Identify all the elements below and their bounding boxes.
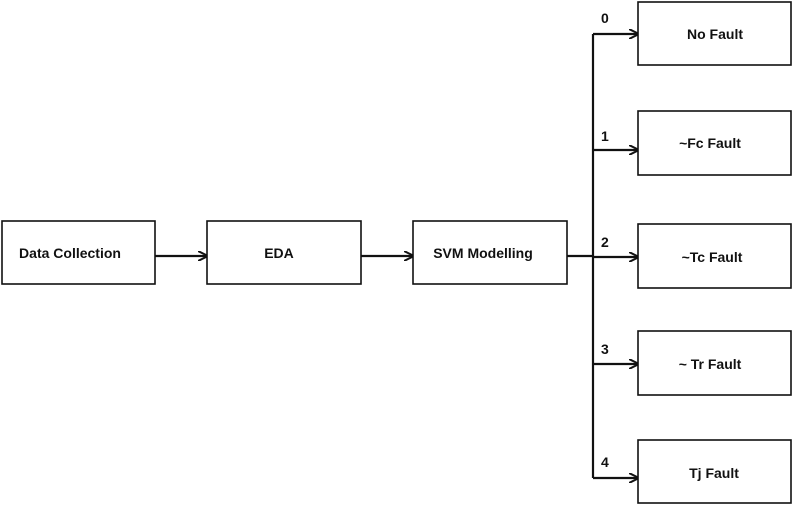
branch-number-4: 4 (601, 454, 609, 470)
branch-number-1: 1 (601, 128, 609, 144)
box-tr-fault-label: ~ Tr Fault (679, 356, 742, 372)
branch-tc-fault: 2 ~Tc Fault (593, 223, 792, 289)
box-tj-fault-label: Tj Fault (689, 465, 739, 481)
box-svm-modelling: SVM Modelling (412, 220, 568, 285)
branch-number-3: 3 (601, 341, 609, 357)
box-data-collection-label: Data Collection (19, 245, 121, 261)
box-data-collection: Data Collection (1, 220, 156, 285)
branch-number-0: 0 (601, 10, 609, 26)
branch-tj-fault: 4 Tj Fault (593, 439, 792, 504)
branch-tr-fault: 3 ~ Tr Fault (593, 330, 792, 396)
box-no-fault-label: No Fault (687, 26, 743, 42)
box-svm-modelling-label: SVM Modelling (433, 245, 533, 261)
branch-fc-fault: 1 ~Fc Fault (593, 110, 792, 176)
box-eda-label: EDA (264, 245, 294, 261)
branch-no-fault: 0 No Fault (593, 1, 792, 66)
box-fc-fault-label: ~Fc Fault (679, 135, 741, 151)
box-eda: EDA (206, 220, 362, 285)
box-tc-fault-label: ~Tc Fault (682, 249, 743, 265)
branch-number-2: 2 (601, 234, 609, 250)
